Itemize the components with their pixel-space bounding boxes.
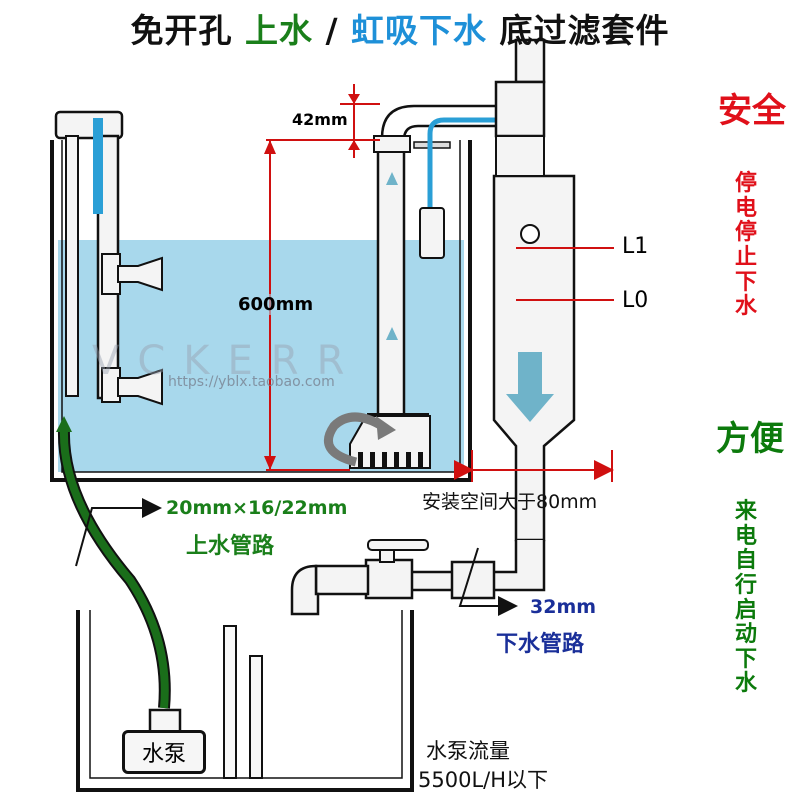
watermark-url: https://yblx.taobao.com	[168, 374, 335, 390]
float-switch	[419, 207, 445, 259]
title-part-3: 虹吸下水	[351, 11, 488, 50]
inlet-pipe-assembly	[54, 110, 163, 406]
convenience-title: 方便	[716, 419, 784, 459]
safety-text-char: 下	[735, 269, 758, 295]
convenience-text-char: 动	[735, 622, 758, 648]
dimension-42mm-label: 42mm	[292, 110, 348, 129]
inlet-hose	[59, 429, 169, 709]
install-space-label: 安装空间大于80mm	[422, 491, 598, 513]
convenience-text: 来电自行启动下水	[735, 499, 758, 697]
convenience-text-char: 启	[735, 597, 758, 623]
sump-tank	[76, 610, 414, 792]
title-part-4: 底过滤套件	[487, 11, 670, 50]
convenience-text-char: 行	[735, 572, 758, 598]
overflow-chamber	[492, 38, 614, 542]
convenience-text-char: 来	[735, 499, 758, 524]
dimension-600mm-label: 600mm	[238, 294, 314, 315]
drain-piping	[290, 539, 546, 616]
safety-text-char: 电	[735, 195, 758, 221]
safety-text: 停电停止下水	[735, 171, 758, 320]
pump: 水泵	[122, 730, 206, 774]
safety-text-char: 水	[735, 294, 758, 320]
title-separator: /	[312, 11, 352, 50]
title-part-1: 免开孔	[130, 11, 245, 50]
title-part-2: 上水	[244, 11, 313, 50]
level-l1-label: L1	[622, 234, 649, 259]
safety-text-char: 止	[735, 244, 758, 270]
siphon-overflow-pipe	[324, 104, 496, 469]
convenience-text-char: 下	[735, 646, 758, 672]
convenience-text-char: 电	[735, 523, 758, 549]
inlet-leader-line	[75, 498, 162, 567]
pump-limit-label: 5500L/H以下	[418, 768, 549, 792]
convenience-text-char: 自	[735, 548, 758, 574]
tank-inner-outline	[61, 140, 461, 473]
page-title: 免开孔 上水 / 虹吸下水 底过滤套件	[0, 4, 800, 52]
level-l0-label: L0	[622, 288, 649, 313]
inlet-size-label: 20mm×16/22mm	[166, 497, 348, 519]
inlet-name-label: 上水管路	[186, 534, 275, 559]
safety-text-char: 停	[735, 171, 758, 196]
convenience-text-char: 水	[735, 671, 758, 697]
safety-title: 安全	[718, 91, 786, 131]
pump-flow-label: 水泵流量	[426, 739, 510, 763]
outlet-name-label: 下水管路	[496, 632, 585, 657]
outlet-size-label: 32mm	[530, 596, 597, 618]
watermark-brand: VCKERR	[92, 338, 363, 384]
tank-outline	[50, 140, 472, 482]
outlet-leader-line	[458, 547, 518, 616]
inlet-hose-arrow	[56, 416, 72, 432]
safety-text-char: 停	[735, 220, 758, 246]
